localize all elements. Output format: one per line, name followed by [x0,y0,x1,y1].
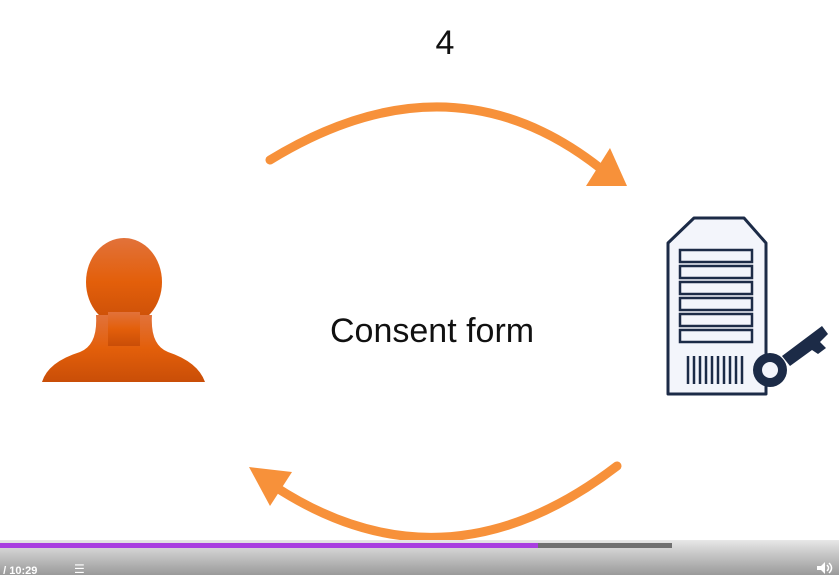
slide-graphics [42,102,828,540]
video-player-controls: 6 / 10:29 ☰ [0,540,839,577]
arrow-top-icon [265,102,627,186]
chapters-list-icon[interactable]: ☰ [74,562,85,576]
step-number: 4 [435,24,455,62]
progress-fill [0,543,538,548]
consent-form-label: Consent form [330,312,535,350]
person-silhouette-icon [42,238,205,382]
server-with-key-icon [666,216,828,396]
volume-icon[interactable] [817,562,833,574]
arrow-bottom-icon [249,461,622,540]
time-display: 6 / 10:29 [0,565,38,577]
progress-bar[interactable] [0,543,672,548]
slide: 4 Consent form [42,24,828,540]
